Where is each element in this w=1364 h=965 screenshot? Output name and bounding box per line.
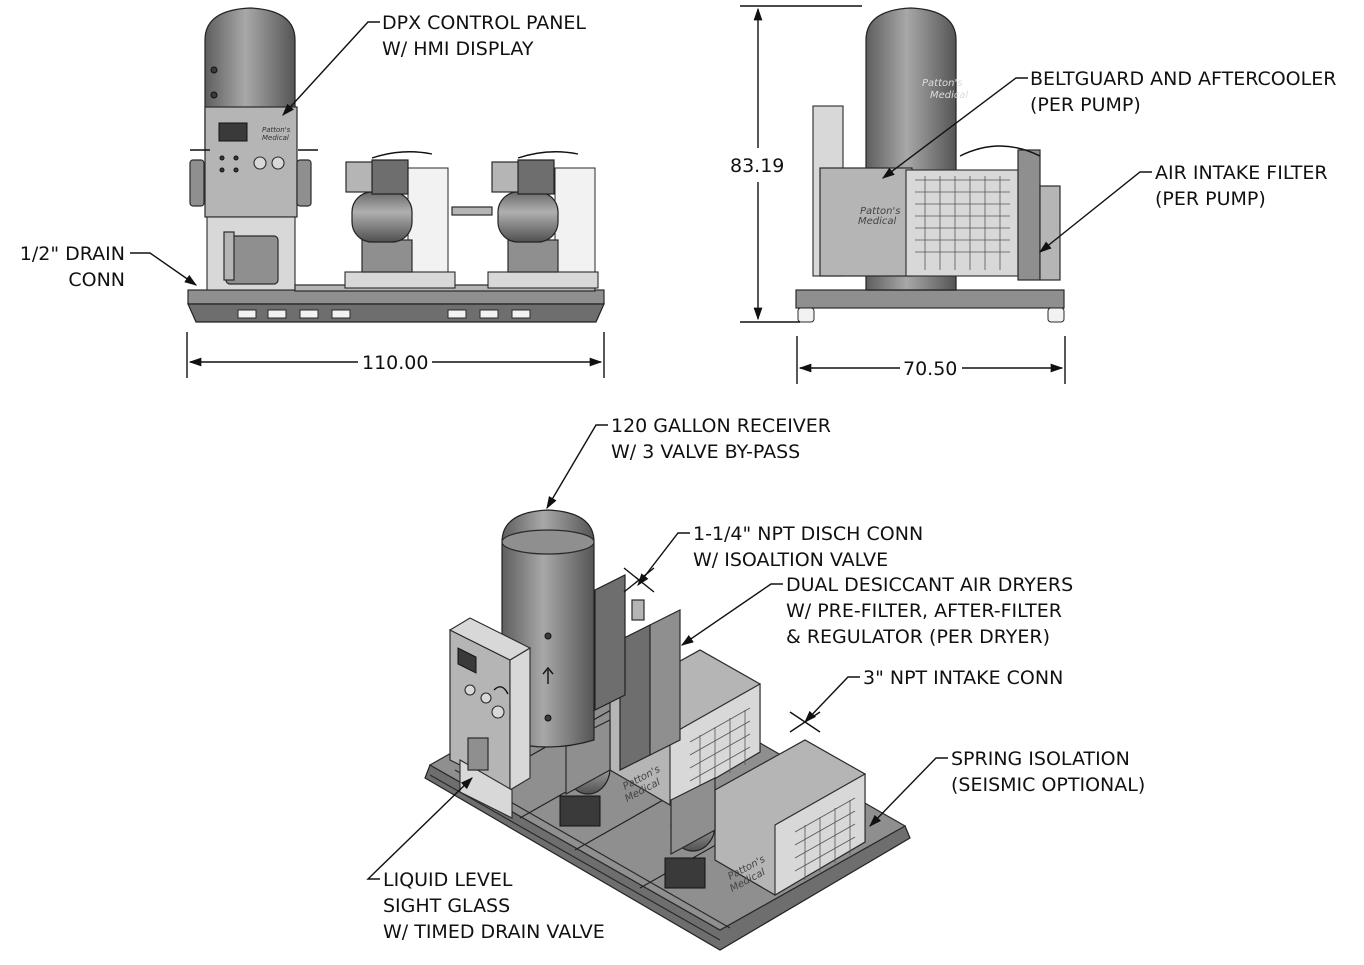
label-disch-line2: W/ ISOALTION VALVE [693, 549, 888, 571]
leader-air-intake [1039, 171, 1152, 253]
leader-drain-conn [130, 252, 198, 286]
label-spring-line1: SPRING ISOLATION [951, 748, 1130, 770]
iso-control-panel [448, 617, 532, 791]
leader-beltguard [881, 77, 1028, 179]
front-skid-rail [187, 289, 605, 305]
label-liquid-line3: W/ TIMED DRAIN VALVE [383, 921, 605, 943]
label-drain-line2: CONN [68, 269, 125, 291]
front-filter-right [296, 159, 312, 207]
label-liquid-line1: LIQUID LEVEL [383, 869, 513, 891]
side-beltguard-logo-line2: Medical [858, 216, 897, 227]
front-skid-slots [237, 309, 531, 319]
label-dpx-panel-line2: W/ HMI DISPLAY [382, 38, 534, 60]
intake-conn-marker [789, 711, 821, 733]
iso-pump-2: Patton's Medical [664, 739, 866, 896]
front-pump-2 [487, 151, 599, 289]
label-beltguard-line2: (PER PUMP) [1030, 94, 1141, 116]
side-view: Patton's Medical Patton's Medical [740, 5, 1066, 384]
leader-disch-conn [637, 532, 690, 586]
front-skid-base [187, 303, 605, 323]
label-disch-line1: 1-1/4" NPT DISCH CONN [693, 523, 923, 545]
front-filter-left [189, 159, 205, 207]
leader-dryers [680, 583, 783, 646]
side-width-dimension: 70.50 [903, 358, 957, 380]
leader-intake-conn [804, 676, 860, 723]
leader-liquid-level [366, 777, 473, 880]
label-dpx-panel-line1: DPX CONTROL PANEL [382, 12, 586, 34]
front-panel-logo-line1: Patton's [262, 126, 291, 134]
label-dryers-line1: DUAL DESICCANT AIR DRYERS [786, 574, 1073, 596]
front-width-dimension: 110.00 [362, 352, 428, 374]
label-air-intake-line2: (PER PUMP) [1155, 188, 1266, 210]
side-tank-logo-line2: Medical [930, 90, 969, 101]
label-liquid-line2: SIGHT GLASS [383, 895, 510, 917]
label-spring-line2: (SEISMIC OPTIONAL) [951, 774, 1145, 796]
label-drain-line1: 1/2" DRAIN [20, 243, 125, 265]
label-beltguard-line1: BELTGUARD AND AFTERCOOLER [1030, 68, 1336, 90]
side-skid [795, 289, 1065, 309]
leader-dpx-panel [282, 21, 380, 116]
label-receiver-line1: 120 GALLON RECEIVER [611, 415, 831, 437]
disch-conn-marker [623, 567, 655, 593]
label-dryers-line2: W/ PRE-FILTER, AFTER-FILTER [786, 600, 1062, 622]
front-view: Patton's Medical [186, 7, 605, 378]
isometric-view: Patton's Medical Patton's Medical [424, 509, 911, 951]
label-air-intake-line1: AIR INTAKE FILTER [1155, 162, 1328, 184]
front-panel-logo-line2: Medical [262, 134, 289, 142]
side-intake-filter [1039, 185, 1061, 281]
label-dryers-line3: & REGULATOR (PER DRYER) [786, 626, 1050, 648]
side-tank-logo-line1: Patton's [922, 78, 962, 89]
iso-dryers [594, 574, 681, 771]
leader-spring-iso [869, 757, 948, 827]
leader-receiver [546, 424, 608, 510]
side-beltguard-logo-line1: Patton's [860, 206, 900, 217]
side-height-dimension: 83.19 [730, 155, 784, 177]
hmi-display [218, 122, 248, 142]
side-aftercooler [905, 169, 1019, 277]
front-pump-1 [344, 151, 456, 289]
label-intake-conn: 3" NPT INTAKE CONN [863, 667, 1063, 689]
label-receiver-line2: W/ 3 VALVE BY-PASS [611, 441, 800, 463]
